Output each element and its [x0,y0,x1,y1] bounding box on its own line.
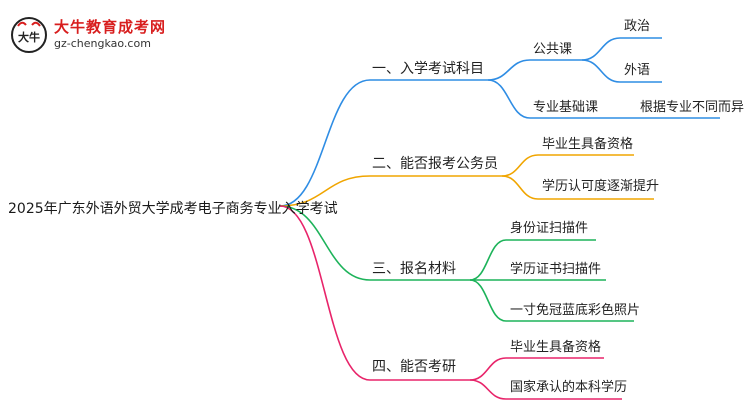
brand-url: gz-chengkao.com [54,37,151,50]
connector-root-branch-2 [279,175,371,207]
node-foreign-language: 外语 [624,63,651,78]
branch-application-materials: 三、报名材料 [372,261,456,277]
connector-root-branch-1 [279,79,371,207]
node-major-basic-courses: 专业基础课 [533,100,599,115]
branch-civil-service: 二、能否报考公务员 [372,156,498,172]
connector-to-photo [469,279,507,322]
root-topic: 2025年广东外语外贸大学成考电子商务专业入学考试 [8,201,338,217]
connector-to-major-basic [487,79,531,119]
brand-name: 大牛教育成考网 [54,18,167,36]
node-graduates-eligible: 毕业生具备资格 [542,137,634,152]
connector-to-graduates-eligible [501,154,539,177]
connector-to-recognition [501,175,539,200]
node-national-bachelor: 国家承认的本科学历 [510,380,628,395]
branch-exam-subjects: 一、入学考试科目 [372,61,484,77]
logo: 大牛 大牛教育成考网 gz-chengkao.com [10,14,180,54]
node-public-courses: 公共课 [533,42,573,57]
connector-to-public-courses [487,59,531,81]
connector-to-national-bachelor [469,379,507,400]
connector-to-foreign-language [581,59,621,83]
node-id-card-scan: 身份证扫描件 [510,221,589,236]
connector-to-politics [581,37,621,61]
branch-postgraduate: 四、能否考研 [372,359,456,375]
node-politics: 政治 [624,19,651,34]
node-recognition-rising: 学历认可度逐渐提升 [542,179,660,194]
connector-root-branch-4 [279,205,371,381]
node-photo: 一寸免冠蓝底彩色照片 [510,303,641,318]
connector-to-graduates-eligible-2 [469,357,507,381]
connector-root-branch-3 [279,205,371,281]
bull-logo-icon: 大牛 [11,17,47,53]
connector-to-id-card [469,239,507,281]
logo-mark-text: 大牛 [18,30,40,44]
node-diploma-scan: 学历证书扫描件 [510,262,602,277]
node-graduates-eligible-2: 毕业生具备资格 [510,340,602,355]
node-varies-by-major: 根据专业不同而异 [640,100,745,115]
